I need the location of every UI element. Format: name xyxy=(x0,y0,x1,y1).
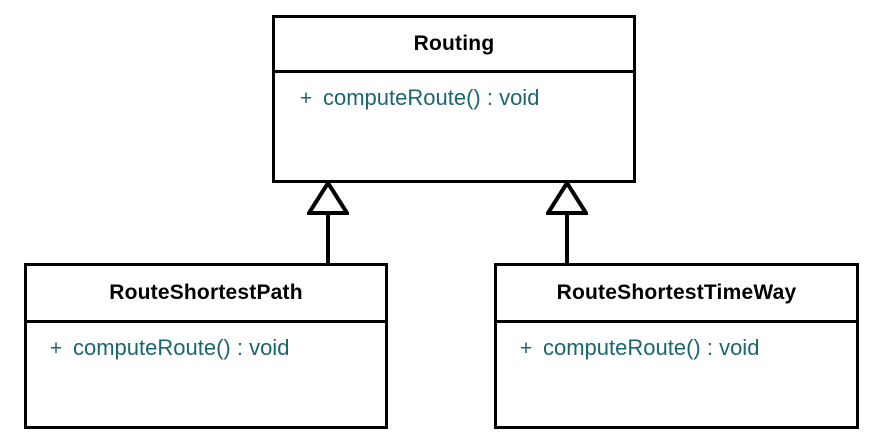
class-box-route-shortest-path[interactable]: RouteShortestPath + computeRoute() : voi… xyxy=(24,263,388,429)
class-name-route-shortest-path: RouteShortestPath xyxy=(109,281,303,304)
class-member: + computeRoute() : void xyxy=(497,333,856,364)
class-members-routing: + computeRoute() : void xyxy=(275,73,633,114)
class-name-routing: Routing xyxy=(413,32,495,55)
class-name-route-shortest-time-way: RouteShortestTimeWay xyxy=(556,281,797,304)
class-members-route-shortest-time-way: + computeRoute() : void xyxy=(497,323,856,364)
class-member: + computeRoute() : void xyxy=(275,83,633,114)
class-member: + computeRoute() : void xyxy=(27,333,385,364)
class-divider xyxy=(27,320,385,323)
member-visibility-icon: + xyxy=(519,337,533,360)
class-box-route-shortest-time-way[interactable]: RouteShortestTimeWay + computeRoute() : … xyxy=(494,263,859,429)
generalization-line xyxy=(565,212,569,266)
class-box-routing[interactable]: Routing + computeRoute() : void xyxy=(272,15,636,183)
member-signature: computeRoute() : void xyxy=(543,335,760,360)
member-signature: computeRoute() : void xyxy=(73,335,290,360)
generalization-line xyxy=(326,212,330,266)
member-signature: computeRoute() : void xyxy=(323,85,540,110)
class-divider xyxy=(497,320,856,323)
member-visibility-icon: + xyxy=(49,337,63,360)
member-visibility-icon: + xyxy=(299,87,313,110)
class-divider xyxy=(275,70,633,73)
class-members-route-shortest-path: + computeRoute() : void xyxy=(27,323,385,364)
